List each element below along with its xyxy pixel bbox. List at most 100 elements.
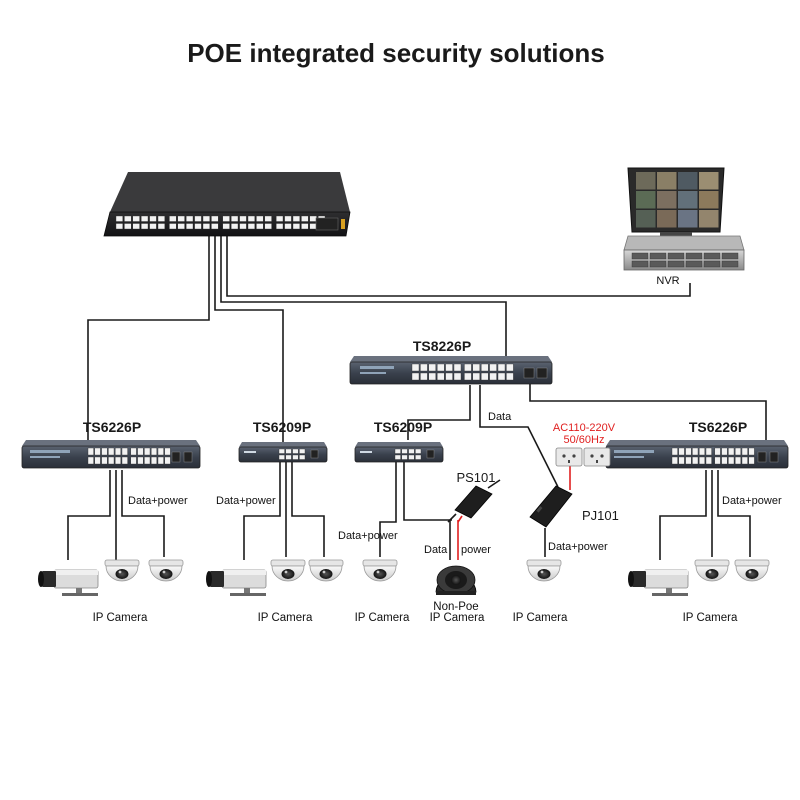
port <box>144 447 151 456</box>
ac-frequency-label: 50/60Hz <box>564 434 605 446</box>
port <box>671 456 678 465</box>
ts8226p-ports <box>360 363 548 381</box>
camera-group-2 <box>205 559 344 597</box>
camera-label-6: IP Camera <box>683 612 738 624</box>
port <box>276 215 284 222</box>
nvr-recorder-icon <box>623 235 745 271</box>
dome-camera-icon <box>308 559 344 582</box>
port <box>108 447 115 456</box>
port <box>185 223 194 230</box>
port <box>699 191 719 209</box>
port <box>309 215 317 222</box>
camera-label-5: IP Camera <box>513 612 568 624</box>
port <box>211 215 219 222</box>
port <box>310 449 319 459</box>
ts6209p-a-switch <box>238 442 328 463</box>
non-poe-dome-camera-icon <box>435 565 477 595</box>
port <box>705 456 712 465</box>
port <box>685 252 703 260</box>
pj101-label: PJ101 <box>582 508 619 523</box>
ps101-label: PS101 <box>456 470 495 485</box>
port <box>230 223 239 230</box>
port <box>292 223 301 230</box>
ts6226p-right-ports <box>614 447 779 465</box>
port <box>183 451 193 463</box>
dome-camera-icon <box>526 559 562 582</box>
bullet-camera-icon <box>37 569 99 597</box>
port <box>140 223 149 230</box>
port <box>489 372 497 381</box>
port <box>94 447 101 456</box>
ts8226p-label: TS8226P <box>413 338 471 354</box>
port <box>177 223 185 230</box>
pj101-injector-icon <box>529 485 573 528</box>
port <box>115 223 124 230</box>
port <box>114 456 121 465</box>
port <box>636 191 656 209</box>
port <box>657 210 677 228</box>
port <box>30 456 60 458</box>
port <box>360 372 386 374</box>
port <box>171 451 181 463</box>
port <box>124 223 132 230</box>
port <box>157 223 166 230</box>
page-title: POE integrated security solutions <box>187 38 605 68</box>
port <box>276 223 284 230</box>
port <box>292 454 299 460</box>
ts6226p-left-ports <box>30 447 193 465</box>
port <box>728 456 735 465</box>
port <box>472 363 480 372</box>
port <box>101 456 108 465</box>
dome-camera-icon <box>694 559 730 582</box>
data-power-label-5: Data+power <box>722 495 782 507</box>
port <box>636 210 656 228</box>
port <box>472 372 480 381</box>
core-switch <box>103 172 351 237</box>
port <box>230 215 239 222</box>
port <box>699 456 706 465</box>
port <box>497 363 506 372</box>
port <box>415 454 422 460</box>
port <box>667 260 685 268</box>
camera-label-2: IP Camera <box>258 612 313 624</box>
port <box>211 223 219 230</box>
port <box>678 447 685 456</box>
camera-group-6 <box>627 559 770 597</box>
port <box>292 448 299 454</box>
ts6226p-left-label: TS6226P <box>83 419 141 435</box>
port <box>437 363 445 372</box>
port <box>132 223 140 230</box>
port <box>285 454 292 460</box>
port <box>132 215 140 222</box>
port <box>285 448 292 454</box>
port <box>87 456 94 465</box>
camera-group-1 <box>37 559 184 597</box>
port <box>453 372 462 381</box>
port <box>497 372 506 381</box>
port <box>247 223 256 230</box>
port <box>130 456 137 465</box>
port <box>121 447 128 456</box>
camera-label-1: IP Camera <box>93 612 148 624</box>
port <box>523 367 535 379</box>
port <box>703 252 721 260</box>
dome-camera-icon <box>148 559 184 582</box>
port <box>185 215 194 222</box>
monitor-screen <box>636 172 719 228</box>
port <box>137 447 144 456</box>
port <box>360 366 394 369</box>
ts6226p-left-switch <box>21 440 201 469</box>
port <box>222 215 230 222</box>
port <box>692 447 699 456</box>
port <box>115 215 124 222</box>
port <box>278 454 285 460</box>
port <box>401 448 408 454</box>
ps-data-label: Data <box>424 544 448 556</box>
port <box>536 367 548 379</box>
ps101-splitter-icon <box>447 479 501 523</box>
port <box>678 456 685 465</box>
camera-group-4 <box>435 565 477 595</box>
port <box>420 372 428 381</box>
port <box>464 372 472 381</box>
